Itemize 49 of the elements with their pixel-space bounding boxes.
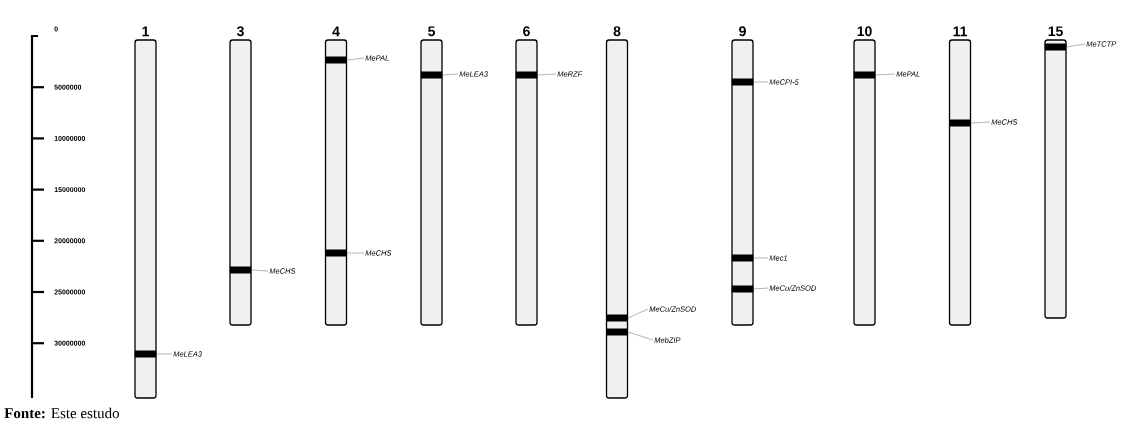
band bbox=[420, 71, 443, 79]
band bbox=[731, 285, 754, 293]
chromosome: 6 bbox=[515, 26, 538, 326]
node-label: 5 bbox=[428, 26, 436, 37]
node-label: 6 bbox=[523, 26, 530, 37]
band bbox=[229, 266, 252, 274]
band bbox=[1044, 43, 1067, 51]
band bbox=[606, 314, 628, 322]
leader-line bbox=[970, 121, 991, 124]
leader-line bbox=[753, 257, 769, 259]
node-label: 9 bbox=[739, 26, 746, 37]
chromosome: 15 bbox=[1044, 26, 1067, 319]
leader-line bbox=[875, 73, 896, 76]
chromosome: 1 bbox=[134, 26, 157, 399]
node-label: 3 bbox=[236, 26, 244, 37]
leader-line bbox=[156, 353, 173, 355]
chromosome: 3 bbox=[229, 26, 252, 326]
node-label: 15 bbox=[1048, 26, 1063, 37]
band bbox=[949, 119, 971, 127]
node-label: 4 bbox=[332, 26, 340, 37]
leader-line bbox=[1066, 43, 1086, 48]
node-label: 8 bbox=[613, 26, 621, 37]
leader-line bbox=[346, 57, 365, 61]
leader-line bbox=[753, 287, 769, 290]
leader-line bbox=[537, 73, 557, 76]
band bbox=[325, 249, 347, 257]
band bbox=[325, 56, 347, 64]
chromosome: 11 bbox=[948, 26, 972, 326]
node-label: 10 bbox=[857, 26, 872, 37]
leader-line bbox=[627, 331, 654, 341]
caption: Fonte: Este estudo bbox=[4, 407, 119, 419]
leader-line bbox=[442, 73, 459, 76]
band bbox=[731, 78, 754, 86]
leader-line bbox=[346, 252, 365, 254]
chromosome: 4 bbox=[324, 26, 348, 326]
chromosome: 5 bbox=[420, 26, 443, 326]
node-label: 1 bbox=[142, 26, 150, 37]
chromosome: 8 bbox=[605, 26, 629, 399]
chromosome: 10 bbox=[853, 26, 876, 326]
node-label: 11 bbox=[953, 26, 968, 37]
band bbox=[731, 254, 754, 262]
chromosome: 9 bbox=[731, 26, 754, 326]
band bbox=[853, 71, 876, 79]
band bbox=[515, 71, 538, 79]
band bbox=[134, 350, 157, 358]
leader-line bbox=[251, 269, 269, 272]
band bbox=[606, 328, 628, 336]
leader-line bbox=[627, 308, 649, 319]
leader-line bbox=[753, 81, 769, 83]
